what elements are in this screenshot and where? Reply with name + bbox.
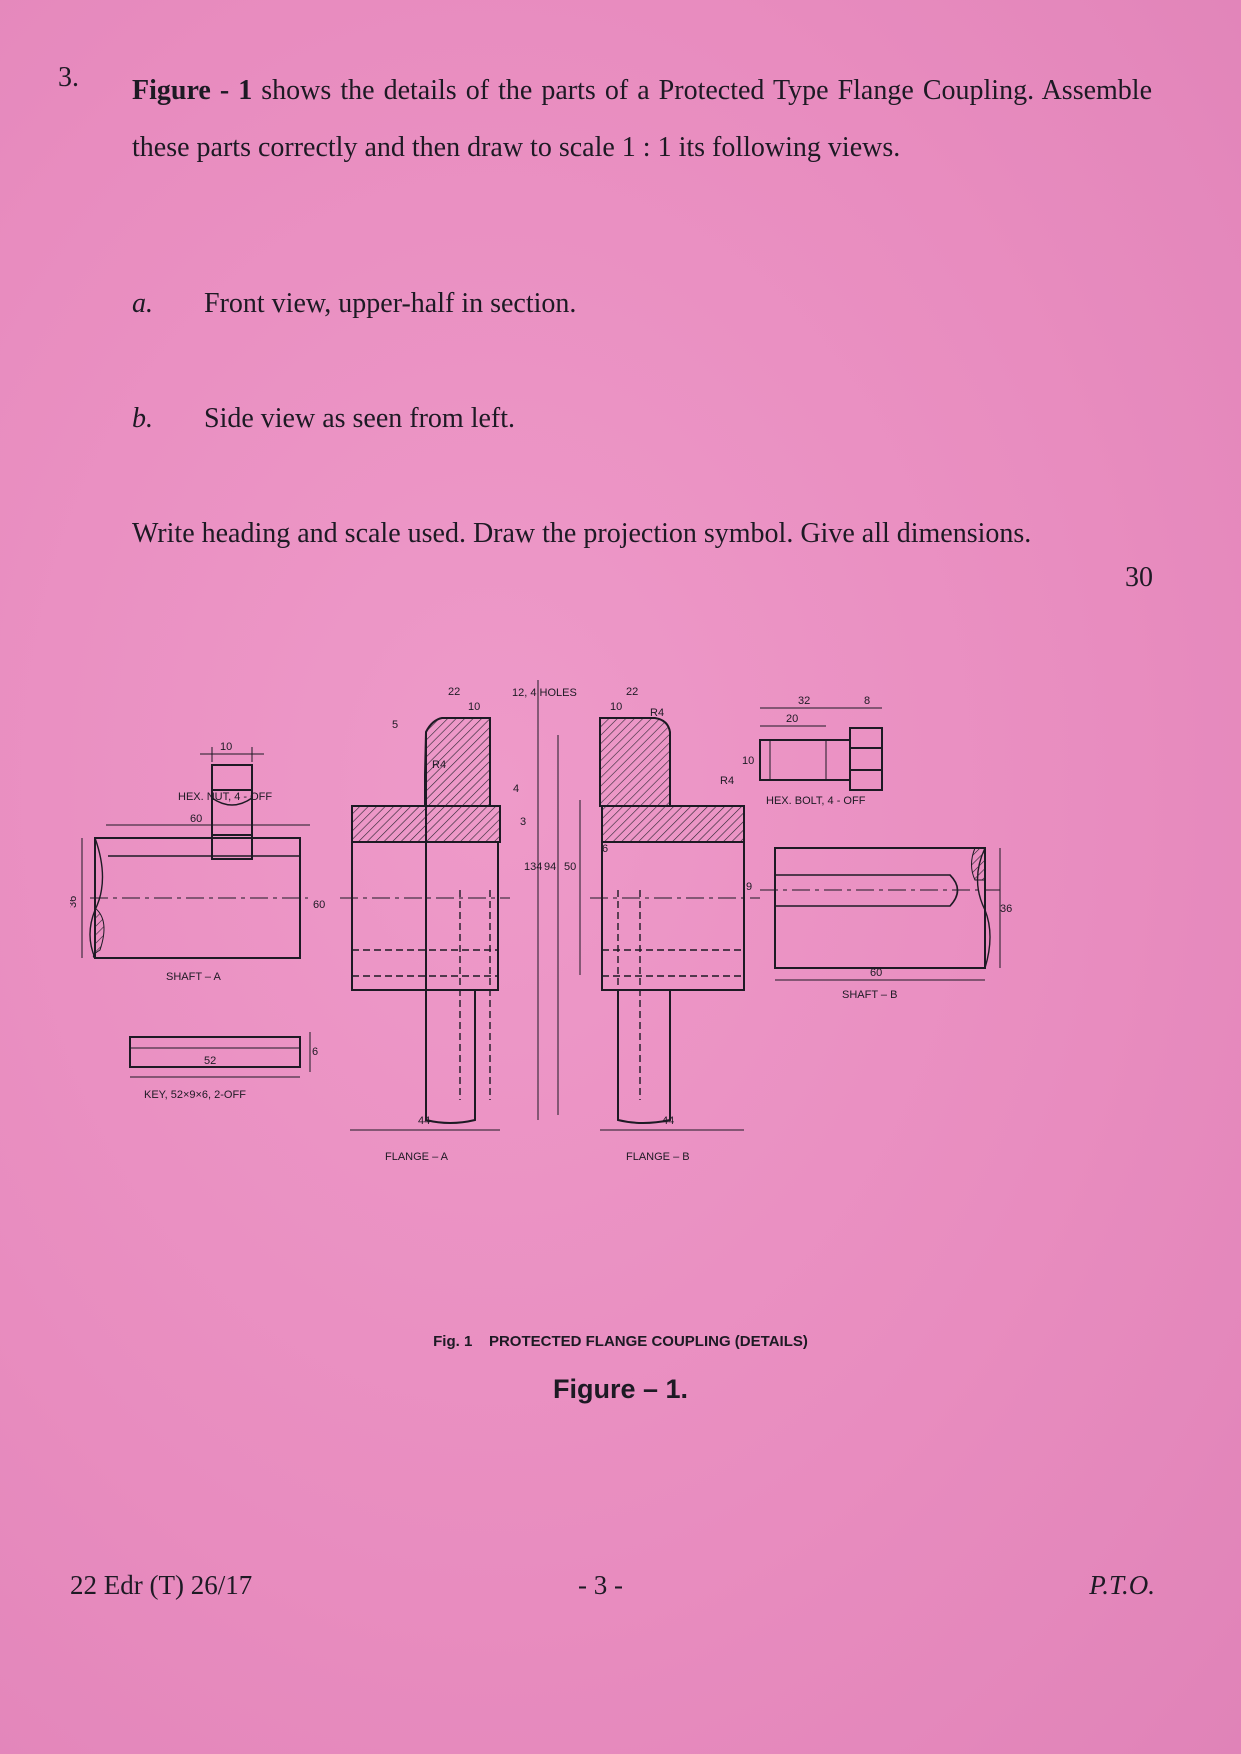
figure-reference: Figure - 1 <box>132 75 253 106</box>
dim-key-6: 6 <box>312 1046 318 1058</box>
dim-holes: 12, 4 HOLES <box>512 687 577 699</box>
label-flange-a: FLANGE – A <box>385 1151 449 1163</box>
paper-code: 22 Edr (T) 26/17 <box>70 1570 253 1600</box>
instructions: Write heading and scale used. Draw the p… <box>132 518 1032 549</box>
dim-94: 94 <box>544 861 556 873</box>
dim-shaft-b-36: 36 <box>1000 903 1012 915</box>
dim-flange-b-44: 44 <box>662 1115 674 1127</box>
label-hex-nut: HEX. NUT, 4 - OFF <box>178 791 272 803</box>
dim-flange-a-44: 44 <box>418 1115 430 1127</box>
dim-bolt-32: 32 <box>798 695 810 707</box>
dim-bolt-8: 8 <box>864 695 870 707</box>
figure-caption-text: PROTECTED FLANGE COUPLING (DETAILS) <box>488 1333 808 1350</box>
dim-bolt-20: 20 <box>786 713 798 725</box>
question-number: 3. <box>58 62 79 93</box>
dim-shaft-a-60: 60 <box>190 813 202 825</box>
dim-shaft-b-60: 60 <box>870 967 882 979</box>
item-a: a. Front view, upper-half in section. <box>132 288 576 320</box>
flange-a <box>340 717 510 1131</box>
label-flange-b: FLANGE – B <box>626 1151 690 1163</box>
item-a-text: Front view, upper-half in section. <box>204 288 577 319</box>
dim-key-52: 52 <box>204 1055 216 1067</box>
dim-134: 134 <box>524 861 542 873</box>
question-text: Figure - 1 shows the details of the part… <box>132 62 1152 176</box>
label-shaft-b: SHAFT – B <box>842 989 897 1001</box>
dim-r4-a: R4 <box>432 759 446 771</box>
pto-marker: P.T.O. <box>1089 1570 1155 1600</box>
dim-keyway-6: 6 <box>602 843 608 855</box>
label-shaft-a: SHAFT – A <box>166 971 221 983</box>
hex-bolt <box>759 707 883 791</box>
dim-flange-b-22: 22 <box>626 686 638 698</box>
page-number: - 3 - <box>578 1570 623 1600</box>
dim-flange-a-22: 22 <box>448 686 460 698</box>
dim-4: 4 <box>513 783 519 795</box>
flange-b <box>537 680 760 1131</box>
dim-flange-b-10: 10 <box>610 701 622 713</box>
flange-coupling-drawing: 10 HEX. NUT, 4 - OFF 60 36 SHAFT – A 52 … <box>70 680 1012 1163</box>
item-b: b. Side view as seen from left. <box>132 403 515 435</box>
figure-caption-prefix: Fig. 1 <box>433 1333 473 1350</box>
dim-shaft-a-36: 36 <box>70 896 79 908</box>
dim-bolt-10: 10 <box>742 755 754 767</box>
shaft-a <box>81 824 310 959</box>
item-a-label: a. <box>132 288 153 319</box>
dim-nut-10: 10 <box>220 741 232 753</box>
question-body: shows the details of the parts of a Prot… <box>132 75 1152 163</box>
dim-9: 9 <box>746 881 752 893</box>
dim-5: 5 <box>392 719 398 731</box>
hex-nut <box>200 747 264 860</box>
item-b-text: Side view as seen from left. <box>204 403 516 434</box>
figure-caption: Fig. 1 PROTECTED FLANGE COUPLING (DETAIL… <box>0 1333 1241 1350</box>
label-hex-bolt: HEX. BOLT, 4 - OFF <box>766 795 866 807</box>
item-b-label: b. <box>132 403 153 434</box>
dim-60-flange: 60 <box>313 899 325 911</box>
dim-flange-a-10: 10 <box>468 701 480 713</box>
dim-3: 3 <box>520 816 526 828</box>
key <box>129 1032 311 1078</box>
label-key: KEY, 52×9×6, 2-OFF <box>144 1089 246 1101</box>
dim-r4-b: R4 <box>650 707 664 719</box>
dim-r4-c: R4 <box>720 775 734 787</box>
figure-label: Figure – 1. <box>552 1374 689 1404</box>
dim-50: 50 <box>564 861 576 873</box>
shaft-b <box>760 847 1001 981</box>
marks: 30 <box>1125 562 1153 593</box>
